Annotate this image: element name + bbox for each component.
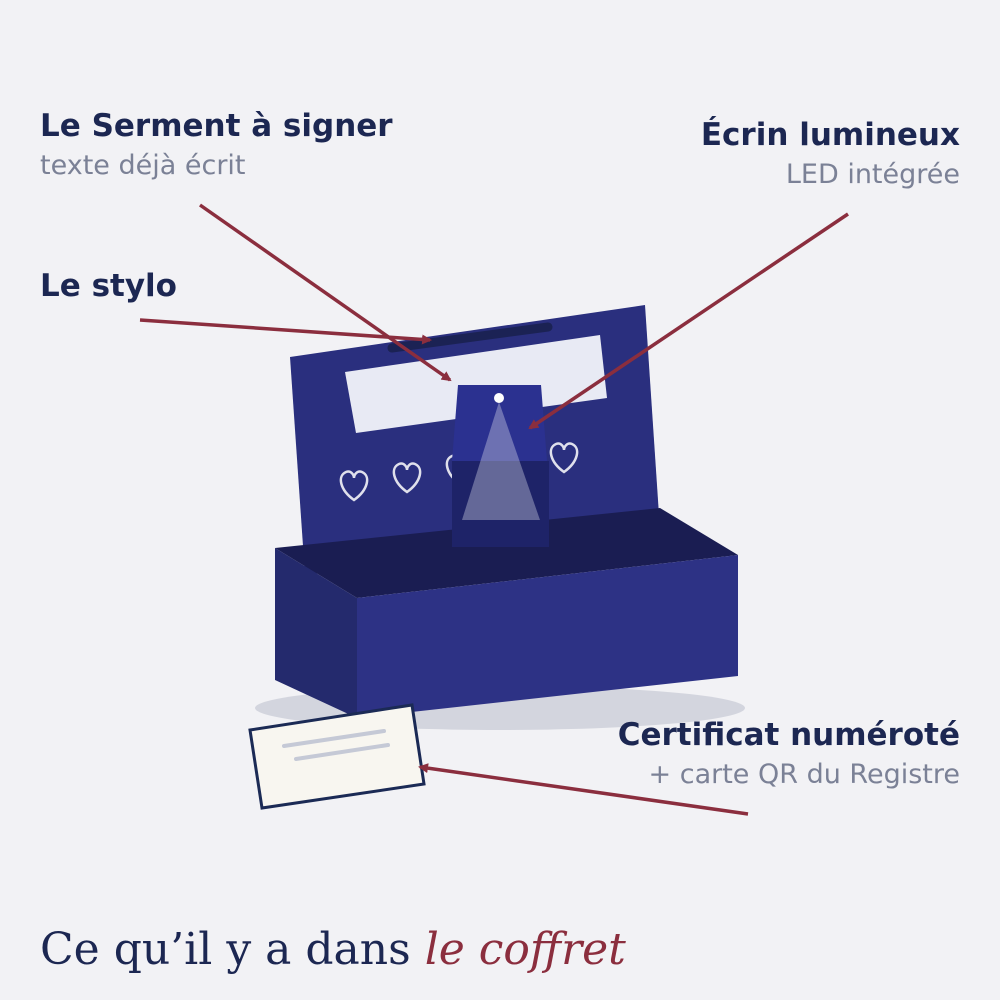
certificat-card (248, 703, 426, 810)
box-base (275, 508, 738, 718)
arrow-icon (198, 203, 452, 382)
arrow-icon (139, 318, 432, 345)
page-caption: Ce qu’il y a dans le coffret (40, 924, 626, 975)
label-serment-subtitle: texte déjà écrit (40, 150, 246, 181)
caption-main: Ce qu’il y a dans (40, 924, 425, 975)
label-certificat-subtitle: + carte QR du Registre (648, 759, 960, 790)
caption-accent: le coffret (424, 924, 626, 975)
label-stylo-title: Le stylo (40, 268, 177, 304)
callout-arrows (139, 203, 849, 816)
label-stylo: Le stylo (40, 268, 177, 304)
arrow-icon (418, 763, 749, 816)
label-ecrin: Écrin lumineux LED intégrée (701, 117, 960, 190)
arrow-icon (528, 212, 849, 430)
ecrin-lumineux (452, 385, 549, 547)
serment-paper (345, 335, 607, 433)
label-ecrin-subtitle: LED intégrée (785, 159, 960, 190)
label-certificat-title: Certificat numéroté (617, 717, 960, 753)
pen (387, 322, 553, 353)
label-ecrin-title: Écrin lumineux (700, 117, 960, 153)
label-certificat: Certificat numéroté + carte QR du Regist… (618, 717, 960, 790)
label-serment: Le Serment à signer texte déjà écrit (40, 108, 393, 181)
label-serment-title: Le Serment à signer (40, 108, 393, 144)
led-light-icon (494, 393, 504, 403)
